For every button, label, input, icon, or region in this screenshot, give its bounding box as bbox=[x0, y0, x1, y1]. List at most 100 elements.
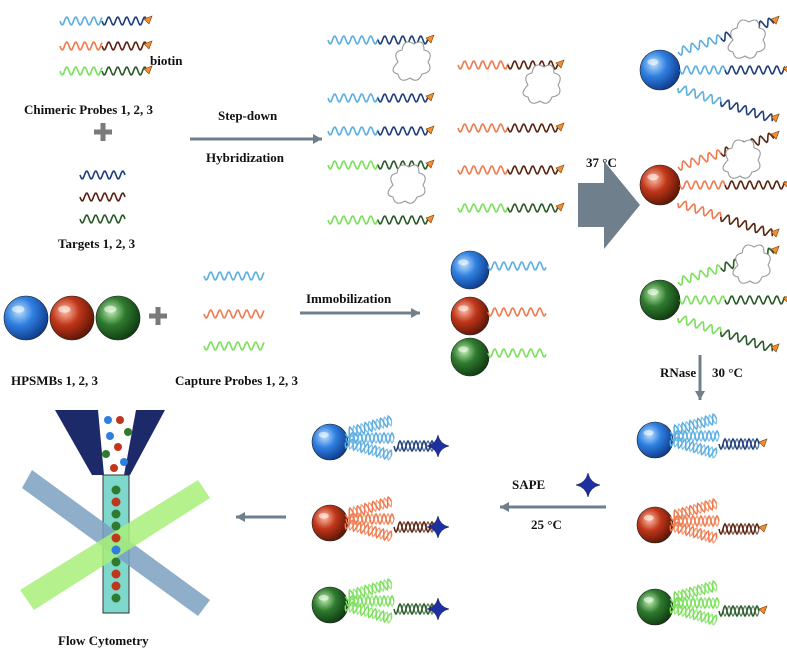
bead-highlight bbox=[643, 429, 654, 436]
bead-highlight bbox=[104, 305, 117, 313]
biotin-tag bbox=[770, 245, 780, 255]
sape-legend-star-icon bbox=[575, 472, 601, 498]
reservoir-bead bbox=[124, 428, 132, 436]
rnase-bead-green bbox=[636, 588, 674, 626]
channel-bead bbox=[111, 569, 121, 579]
channel-bead bbox=[111, 485, 121, 495]
channel-bead bbox=[111, 581, 121, 591]
biotin-tag bbox=[555, 164, 565, 174]
biotin-tag bbox=[770, 15, 780, 25]
rnase-bead-red bbox=[636, 506, 674, 544]
capture-duplex bbox=[674, 514, 720, 528]
capture-duplex bbox=[348, 439, 393, 461]
reservoir-bead bbox=[120, 458, 128, 466]
immobilized-probe bbox=[487, 307, 547, 317]
probe-rna-segment bbox=[679, 65, 726, 75]
probe-dna-segment bbox=[720, 214, 774, 237]
hybridization-cloud-icon bbox=[722, 139, 761, 179]
reservoir-bead bbox=[102, 450, 110, 458]
biotin-tag bbox=[555, 59, 565, 69]
rnase-label: RNase bbox=[660, 365, 696, 380]
probe-rna-segment bbox=[457, 60, 509, 70]
capture-duplex bbox=[348, 520, 393, 542]
immobilized-bead-red bbox=[450, 296, 490, 336]
probe-rna-segment bbox=[679, 295, 726, 305]
hybridization-label: Hybridization bbox=[206, 150, 285, 165]
capture-duplex bbox=[348, 497, 393, 519]
labeled-bead-red bbox=[311, 504, 349, 542]
probe-rna-segment bbox=[677, 263, 722, 287]
labeled-bead-green bbox=[311, 586, 349, 624]
probe-rna-segment bbox=[457, 203, 509, 213]
immobilization-label: Immobilization bbox=[306, 291, 392, 306]
flow-cytometry-label: Flow Cytometry bbox=[58, 633, 149, 648]
target-duplex bbox=[722, 522, 760, 536]
target-2-strand bbox=[79, 192, 126, 202]
channel-bead bbox=[111, 509, 121, 519]
bead-highlight bbox=[58, 305, 71, 313]
probe-dna-segment bbox=[724, 295, 786, 305]
temp-30-label: 30 °C bbox=[712, 365, 743, 380]
target-1-strand bbox=[79, 170, 126, 180]
probe-rna-segment bbox=[327, 215, 379, 225]
channel-bead bbox=[111, 533, 121, 543]
probe-dna-segment bbox=[720, 99, 774, 122]
labeled-bead-blue bbox=[311, 423, 349, 461]
hpsmb-1-bead bbox=[3, 295, 49, 341]
capture-probe-3 bbox=[203, 341, 265, 351]
probe-dna-segment bbox=[507, 60, 559, 70]
target-duplex bbox=[397, 439, 435, 453]
capture-duplex bbox=[349, 594, 395, 608]
channel-bead bbox=[111, 521, 121, 531]
plus-icon bbox=[94, 123, 112, 141]
capture-duplex bbox=[673, 604, 718, 626]
biotin-tag bbox=[425, 125, 435, 135]
biotin-tag bbox=[782, 181, 787, 188]
chimeric-probes-label: Chimeric Probes 1, 2, 3 bbox=[24, 102, 154, 117]
immobilized-bead-green bbox=[450, 337, 490, 377]
probe-dna-segment bbox=[724, 65, 786, 75]
bead-highlight bbox=[458, 305, 469, 312]
biotin-tag bbox=[758, 523, 768, 533]
reservoir-bead bbox=[116, 416, 124, 424]
bead-highlight bbox=[647, 288, 659, 296]
biotin-label: biotin bbox=[150, 53, 183, 68]
biotin-tag bbox=[143, 65, 153, 75]
sample-reservoir bbox=[98, 410, 136, 475]
capture-duplex bbox=[673, 581, 718, 603]
capture-duplex bbox=[348, 602, 393, 624]
biotin-tag bbox=[782, 296, 787, 303]
bead-highlight bbox=[458, 346, 469, 353]
probe-dna-segment bbox=[507, 165, 559, 175]
reservoir-bead bbox=[106, 432, 114, 440]
bead-green-complex bbox=[639, 279, 681, 321]
temp-37-label: 37 °C bbox=[586, 155, 617, 170]
immobilization-arrow-head bbox=[411, 308, 420, 318]
bead-highlight bbox=[647, 58, 659, 66]
hybridization-cloud-icon bbox=[732, 244, 771, 284]
step-down-arrow-head bbox=[313, 134, 322, 144]
biotin-tag bbox=[425, 92, 435, 102]
target-duplex bbox=[722, 604, 760, 618]
hybridization-cloud-icon bbox=[387, 164, 426, 204]
immobilized-bead-blue bbox=[450, 250, 490, 290]
probe-rna-segment bbox=[59, 41, 103, 51]
bead-highlight bbox=[647, 173, 659, 181]
bead-highlight bbox=[318, 594, 329, 601]
channel-bead bbox=[111, 545, 121, 555]
capture-duplex bbox=[673, 414, 718, 436]
biotin-tag bbox=[758, 605, 768, 615]
biotin-tag bbox=[758, 438, 768, 448]
reservoir-bead bbox=[104, 416, 112, 424]
probe-dna-segment bbox=[720, 329, 774, 352]
probe-dna-segment bbox=[101, 41, 147, 51]
hpsmb-3-bead bbox=[95, 295, 141, 341]
biotin-tag bbox=[770, 113, 780, 123]
hpsmbs-label: HPSMBs 1, 2, 3 bbox=[11, 373, 99, 388]
probe-dna-segment bbox=[101, 66, 147, 76]
capture-probes-label: Capture Probes 1, 2, 3 bbox=[175, 373, 299, 388]
probe-dna-segment bbox=[377, 35, 429, 45]
probe-rna-segment bbox=[457, 165, 509, 175]
capture-duplex bbox=[348, 579, 393, 601]
